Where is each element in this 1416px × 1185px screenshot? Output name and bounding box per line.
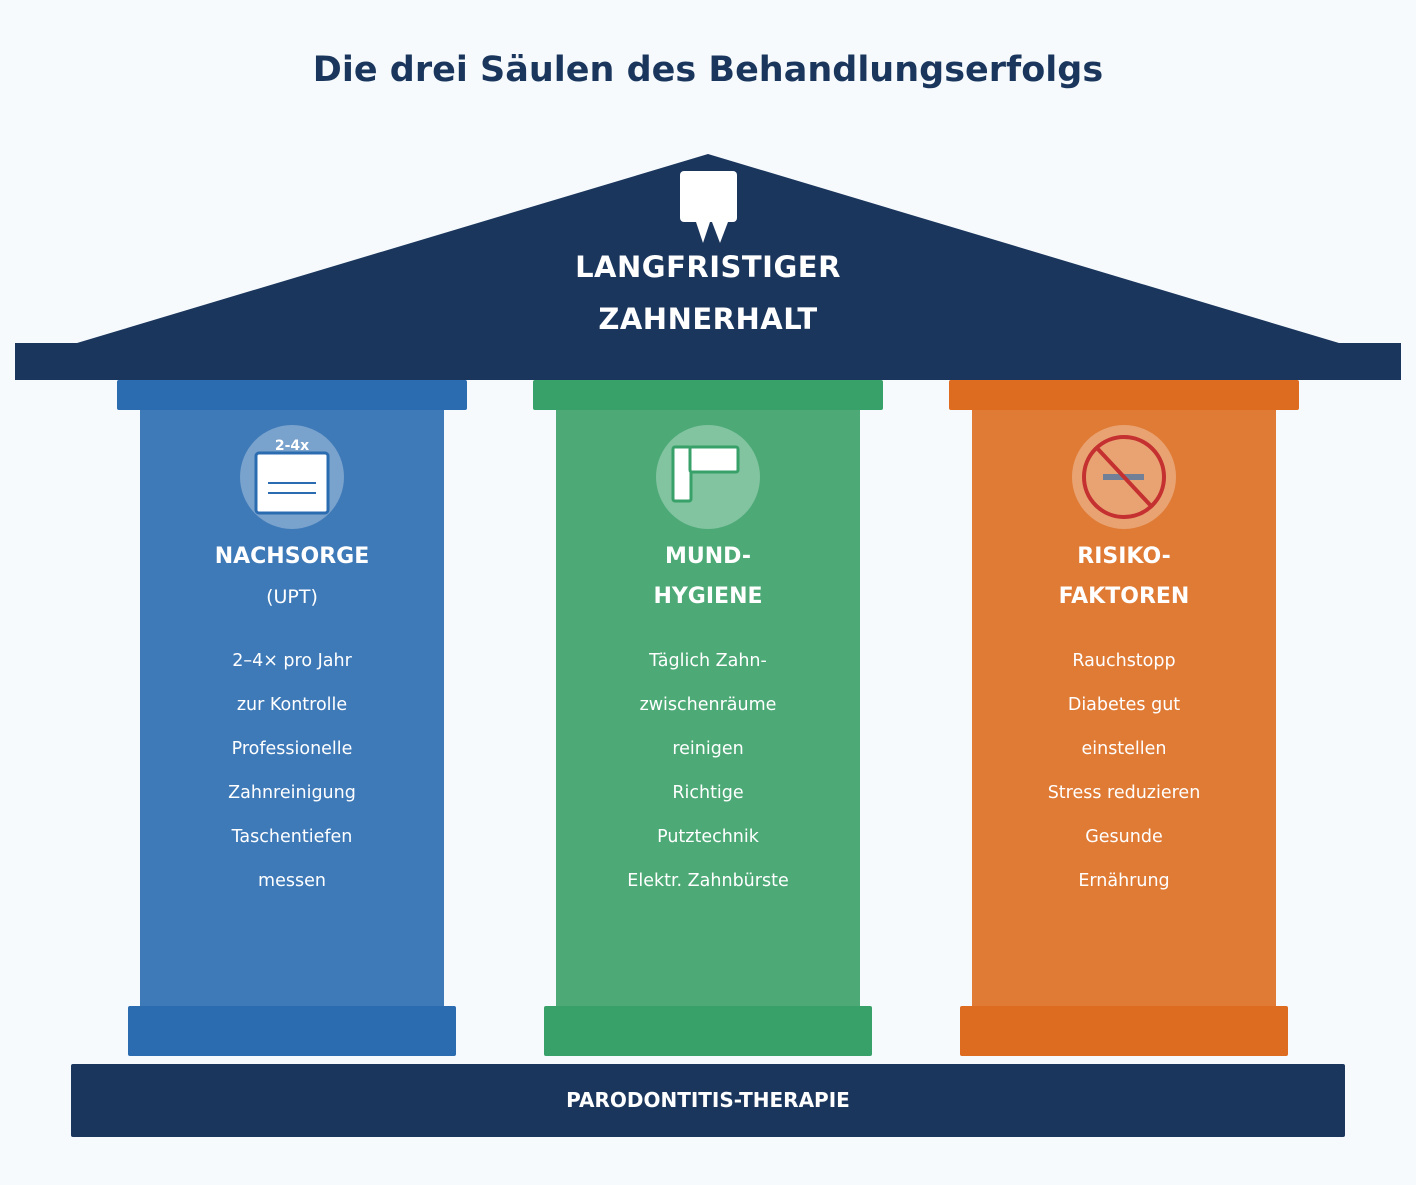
pillar-capital	[949, 380, 1299, 410]
diagram-title: Die drei Säulen des Behandlungserfolgs	[312, 50, 1104, 90]
list-item: Diabetes gut	[1067, 695, 1181, 715]
pillar-capital	[533, 380, 883, 410]
list-item: messen	[258, 871, 326, 891]
tooth-icon	[680, 171, 737, 243]
toothbrush-icon	[656, 425, 760, 529]
list-item: Zahnreinigung	[228, 783, 356, 803]
pillar-base	[960, 1006, 1288, 1056]
foundation: PARODONTITIS-THERAPIE	[71, 1064, 1345, 1137]
calendar-icon-label: 2-4x	[274, 438, 310, 454]
pillar-shaft: MUND- HYGIENE Täglich Zahn- zwischenräum…	[556, 410, 860, 1006]
pillar-subtitle: (UPT)	[266, 586, 318, 608]
list-item: zur Kontrolle	[236, 695, 348, 715]
list-item: Putztechnik	[657, 827, 759, 847]
pillar-heading-line2: FAKTOREN	[1058, 584, 1190, 609]
list-item: Täglich Zahn-	[649, 651, 767, 671]
pillar-base	[128, 1006, 456, 1056]
list-item: zwischenräume	[639, 695, 777, 715]
roof-text-line2: ZAHNERHALT	[598, 302, 818, 336]
pillar-heading-line1: MUND-	[665, 544, 751, 569]
list-item: Ernährung	[1078, 871, 1170, 891]
list-item: einstellen	[1081, 739, 1167, 759]
pillar-items: Täglich Zahn- zwischenräume reinigen Ric…	[556, 639, 860, 903]
no-smoking-icon	[1072, 425, 1176, 529]
pillar-items: Rauchstopp Diabetes gut einstellen Stres…	[972, 639, 1276, 903]
roof	[15, 154, 1401, 380]
pillar-items: 2–4× pro Jahr zur Kontrolle Professionel…	[140, 639, 444, 903]
pillar-base	[544, 1006, 872, 1056]
list-item: 2–4× pro Jahr	[232, 651, 352, 671]
list-item: Rauchstopp	[1072, 651, 1176, 671]
pillar-heading-line1: RISIKO-	[1077, 544, 1171, 569]
pillar-heading: NACHSORGE	[214, 544, 370, 569]
list-item: Richtige	[672, 783, 744, 803]
pillar-shaft: RISIKO- FAKTOREN Rauchstopp Diabetes gut…	[972, 410, 1276, 1006]
pillar-shaft: 2-4x NACHSORGE (UPT) 2–4× pro Jahr zur K…	[140, 410, 444, 1006]
list-item: reinigen	[672, 739, 744, 759]
list-item: Elektr. Zahnbürste	[627, 871, 789, 891]
list-item: Stress reduzieren	[1047, 783, 1201, 803]
calendar-icon	[240, 425, 344, 529]
list-item: Taschentiefen	[231, 827, 353, 847]
roof-beam	[15, 343, 1401, 380]
pillar-capital	[117, 380, 467, 410]
list-item: Gesunde	[1085, 827, 1163, 847]
roof-text-line1: LANGFRISTIGER	[575, 250, 841, 284]
list-item: Professionelle	[231, 739, 353, 759]
roof-pediment	[77, 154, 1339, 343]
pillar-heading-line2: HYGIENE	[653, 584, 763, 609]
